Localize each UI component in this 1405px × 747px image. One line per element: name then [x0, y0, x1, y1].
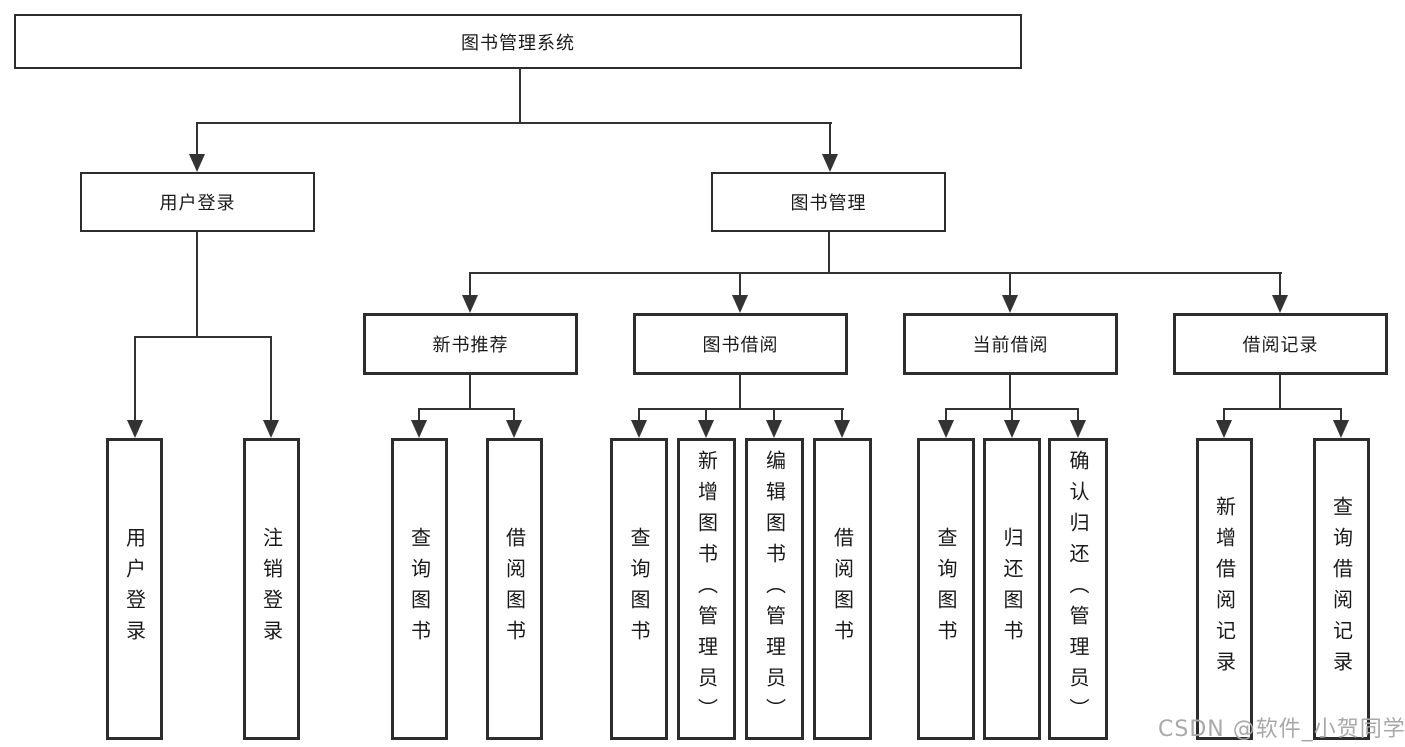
connector-line — [418, 408, 515, 410]
arrow-down-icon — [1216, 420, 1232, 438]
arrow-down-icon — [506, 420, 522, 438]
arrow-down-icon — [822, 154, 838, 172]
arrow-down-icon — [263, 420, 279, 438]
arrow-down-icon — [127, 420, 143, 438]
connector-line — [196, 122, 832, 124]
connector-line — [1009, 272, 1011, 295]
connector-line — [1340, 408, 1342, 420]
arrow-down-icon — [1002, 295, 1018, 313]
connector-line — [638, 408, 844, 410]
leaf-query-book-current: 查询图书 — [917, 438, 975, 740]
connector-line — [134, 336, 136, 420]
arrow-down-icon — [732, 295, 748, 313]
arrow-down-icon — [938, 420, 954, 438]
connector-line — [418, 408, 420, 420]
connector-line — [841, 408, 843, 420]
connector-line — [513, 408, 515, 420]
connector-line — [828, 232, 830, 274]
arrow-down-icon — [631, 420, 647, 438]
connector-line — [638, 408, 640, 420]
connector-line — [705, 408, 707, 420]
leaf-query-book-borrowing: 查询图书 — [610, 438, 668, 740]
connector-line — [469, 272, 1282, 274]
connector-line — [134, 336, 272, 338]
leaf-add-book-admin: 新增图书（管理员） — [677, 438, 736, 740]
node-user-login: 用户登录 — [80, 172, 315, 232]
connector-line — [829, 122, 831, 156]
connector-line — [739, 272, 741, 295]
arrow-down-icon — [834, 420, 850, 438]
node-new-book-recommend: 新书推荐 — [363, 313, 578, 375]
connector-line — [469, 272, 471, 295]
leaf-edit-book-admin: 编辑图书（管理员） — [745, 438, 804, 740]
leaf-return-book: 归还图书 — [983, 438, 1041, 740]
node-library-management-system: 图书管理系统 — [14, 14, 1022, 69]
arrow-down-icon — [1004, 420, 1020, 438]
connector-line — [1279, 375, 1281, 409]
connector-line — [196, 122, 198, 156]
leaf-borrow-book: 借阅图书 — [813, 438, 872, 740]
connector-line — [1223, 408, 1342, 410]
leaf-logout: 注销登录 — [243, 438, 300, 740]
node-current-borrowing: 当前借阅 — [903, 313, 1118, 375]
connector-line — [773, 408, 775, 420]
leaf-confirm-return-admin: 确认归还（管理员） — [1048, 438, 1108, 740]
leaf-query-book-recommend: 查询图书 — [391, 438, 448, 740]
connector-line — [1011, 408, 1013, 420]
connector-line — [196, 232, 198, 338]
connector-line — [1009, 375, 1011, 409]
arrow-down-icon — [1333, 420, 1349, 438]
node-book-management: 图书管理 — [711, 172, 946, 232]
arrow-down-icon — [1272, 295, 1288, 313]
arrow-down-icon — [462, 295, 478, 313]
leaf-user-login: 用户登录 — [106, 438, 163, 740]
arrow-down-icon — [189, 154, 205, 172]
connector-line — [519, 68, 521, 124]
leaf-add-borrow-record: 新增借阅记录 — [1196, 438, 1253, 740]
arrow-down-icon — [766, 420, 782, 438]
connector-line — [1077, 408, 1079, 420]
connector-line — [945, 408, 947, 420]
connector-line — [1223, 408, 1225, 420]
csdn-watermark: CSDN @软件_小贺同学 — [1158, 717, 1405, 742]
arrow-down-icon — [411, 420, 427, 438]
connector-line — [469, 375, 471, 409]
connector-line — [1279, 272, 1281, 295]
arrow-down-icon — [1070, 420, 1086, 438]
node-book-borrowing: 图书借阅 — [633, 313, 848, 375]
connector-line — [270, 336, 272, 420]
leaf-borrow-book-recommend: 借阅图书 — [486, 438, 543, 740]
arrow-down-icon — [698, 420, 714, 438]
node-borrowing-records: 借阅记录 — [1173, 313, 1388, 375]
connector-line — [739, 375, 741, 409]
leaf-query-borrow-record: 查询借阅记录 — [1313, 438, 1370, 740]
